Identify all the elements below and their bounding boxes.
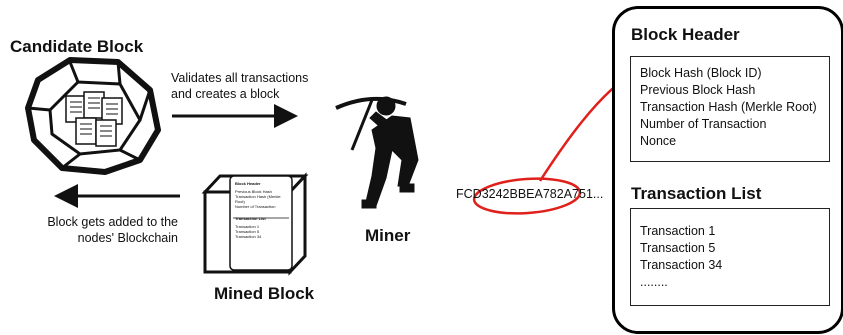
mini-list-line: Transaction 34	[235, 234, 262, 239]
block-header-line: Nonce	[640, 134, 677, 148]
mini-list-title: Transaction List	[235, 216, 266, 221]
block-header-title: Block Header	[631, 25, 740, 44]
block-header-line: Number of Transaction	[640, 117, 767, 131]
mini-header-line: Transaction Hash (Merkle Root)	[235, 194, 281, 204]
mined-block-cube	[201, 172, 309, 276]
candidate-block-icon	[25, 57, 161, 175]
validate-text: Validates all transactions and creates a…	[171, 70, 308, 102]
transaction-list-title: Transaction List	[631, 184, 762, 203]
miner-label: Miner	[365, 226, 411, 245]
transaction-line: ........	[640, 275, 668, 289]
hash-text: FCD3242BBEA782A751...	[456, 187, 604, 201]
transaction-line: Transaction 5	[640, 241, 716, 255]
block-header-line: Previous Block Hash	[640, 83, 756, 97]
transaction-line: Transaction 34	[640, 258, 723, 272]
mini-list-line: Transaction 5	[235, 229, 260, 234]
transaction-list-box: Transaction 1 Transaction 5 Transaction …	[630, 208, 830, 306]
transaction-line: Transaction 1	[640, 224, 716, 238]
block-panel: Block Header Block Hash (Block ID) Previ…	[612, 6, 843, 334]
mini-list-line: Transaction 1	[235, 224, 260, 229]
mini-header-line: Number of Transaction	[235, 204, 276, 209]
mined-block-contents: Block Header Previous Block Hash Transac…	[235, 181, 291, 239]
block-header-box: Block Hash (Block ID) Previous Block Has…	[630, 56, 830, 162]
added-text-line-2: nodes' Blockchain	[77, 231, 178, 245]
validate-text-line-2: and creates a block	[171, 87, 280, 101]
added-text-line-1: Block gets added to the	[47, 215, 178, 229]
validate-text-line-1: Validates all transactions	[171, 71, 309, 85]
mined-block-label: Mined Block	[214, 284, 315, 303]
block-header-line: Transaction Hash (Merkle Root)	[640, 100, 817, 114]
miner-icon	[335, 96, 419, 209]
added-text: Block gets added to the nodes' Blockchai…	[14, 214, 178, 246]
candidate-block-title: Candidate Block	[10, 37, 144, 56]
block-header-line: Block Hash (Block ID)	[640, 66, 762, 80]
mini-header-title: Block Header	[235, 181, 261, 186]
hash-highlight-ellipse	[472, 177, 582, 215]
mini-header-line: Previous Block Hash	[235, 189, 272, 194]
